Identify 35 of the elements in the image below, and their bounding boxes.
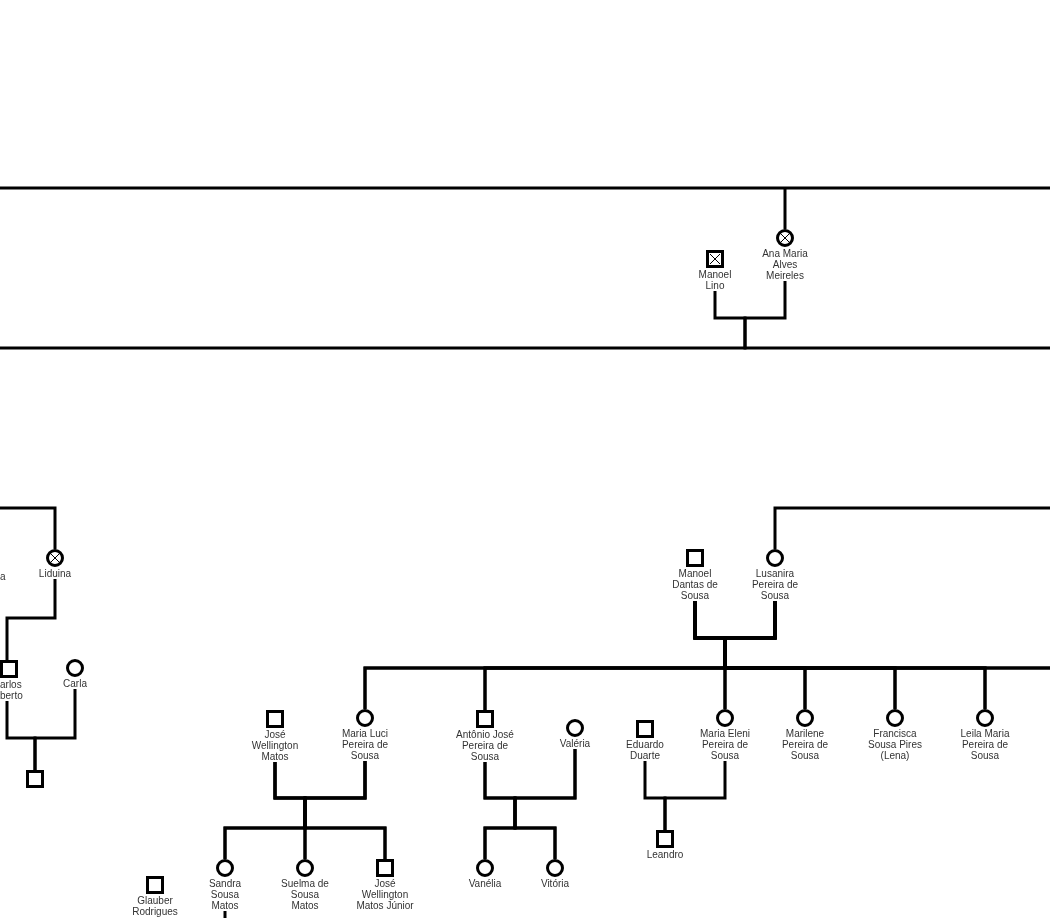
pedigree-line [223, 911, 227, 918]
person-name: Eduardo Duarte [625, 739, 665, 761]
person-name: Manoel Dantas de Sousa [671, 568, 719, 601]
pedigree-line [513, 749, 577, 859]
person-name: Liduina [37, 568, 73, 579]
person-name: Glauber Rodrigues [131, 895, 179, 917]
person-name: Maria Eleni Pereira de Sousa [699, 728, 751, 761]
pedigree-line [743, 281, 1050, 350]
person-name: Ana Maria Alves Meireles [761, 248, 809, 281]
person-name: José Wellington Matos Júnior [355, 878, 415, 911]
pedigree-line [0, 506, 57, 549]
person-name: Vanélia [467, 878, 503, 889]
pedigree-line [0, 186, 1050, 231]
person-name: Carla [62, 678, 88, 689]
person-name: Manoel Lino [697, 269, 733, 291]
person-name: arlos berto [0, 679, 24, 701]
person-name: Maria Luci Pereira de Sousa [340, 728, 390, 761]
pedigree-line [5, 579, 57, 660]
pedigree-line [33, 689, 77, 770]
pedigree-line [0, 291, 747, 350]
name-fragment: a [0, 571, 6, 582]
person-name: Suelma de Sousa Matos [280, 878, 330, 911]
person-name: Leila Maria Pereira de Sousa [959, 728, 1011, 761]
person-name: Sandra Sousa Matos [207, 878, 243, 911]
person-name: Francisca Sousa Pires (Lena) [867, 728, 923, 761]
pedigree-line [663, 761, 727, 830]
pedigree-line [303, 761, 387, 859]
person-name: Lusanira Pereira de Sousa [750, 568, 800, 601]
person-name: Leandro [645, 849, 685, 860]
pedigree-line [773, 506, 1050, 549]
person-name: Marilene Pereira de Sousa [780, 728, 830, 761]
person-name: Vitória [539, 878, 571, 889]
person-name: Valéria [558, 738, 592, 749]
person-name: Antônio José Pereira de Sousa [455, 729, 515, 762]
person-name: José Wellington Matos [250, 729, 300, 762]
